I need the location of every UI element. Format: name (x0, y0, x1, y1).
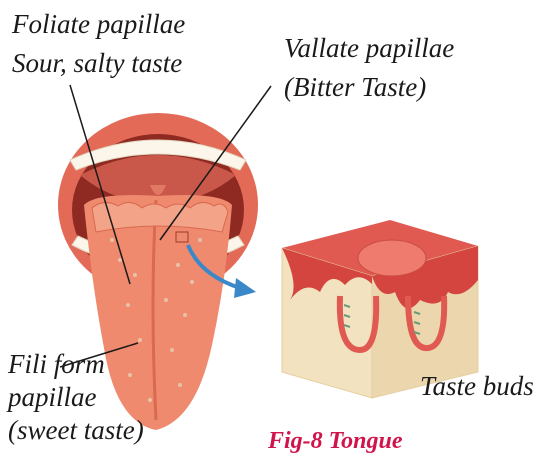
taste-buds-label: Taste buds (420, 370, 534, 403)
vallate-papilla (358, 240, 426, 276)
foliate-taste: Sour, salty taste (12, 47, 185, 80)
foliate-title: Foliate papillae (12, 8, 185, 41)
filiform-papillae-label: Fili form papillae (sweet taste) (8, 348, 144, 447)
vallate-taste: (Bitter Taste) (284, 71, 454, 104)
vallate-title: Vallate papillae (284, 32, 454, 65)
figure-caption: Fig-8 Tongue (268, 428, 402, 455)
vallate-papillae-label: Vallate papillae (Bitter Taste) (284, 32, 454, 104)
foliate-papillae-label: Foliate papillae Sour, salty taste (12, 8, 185, 80)
filiform-subtitle: papillae (8, 381, 144, 414)
filiform-title: Fili form (8, 348, 144, 381)
filiform-taste: (sweet taste) (8, 414, 144, 447)
